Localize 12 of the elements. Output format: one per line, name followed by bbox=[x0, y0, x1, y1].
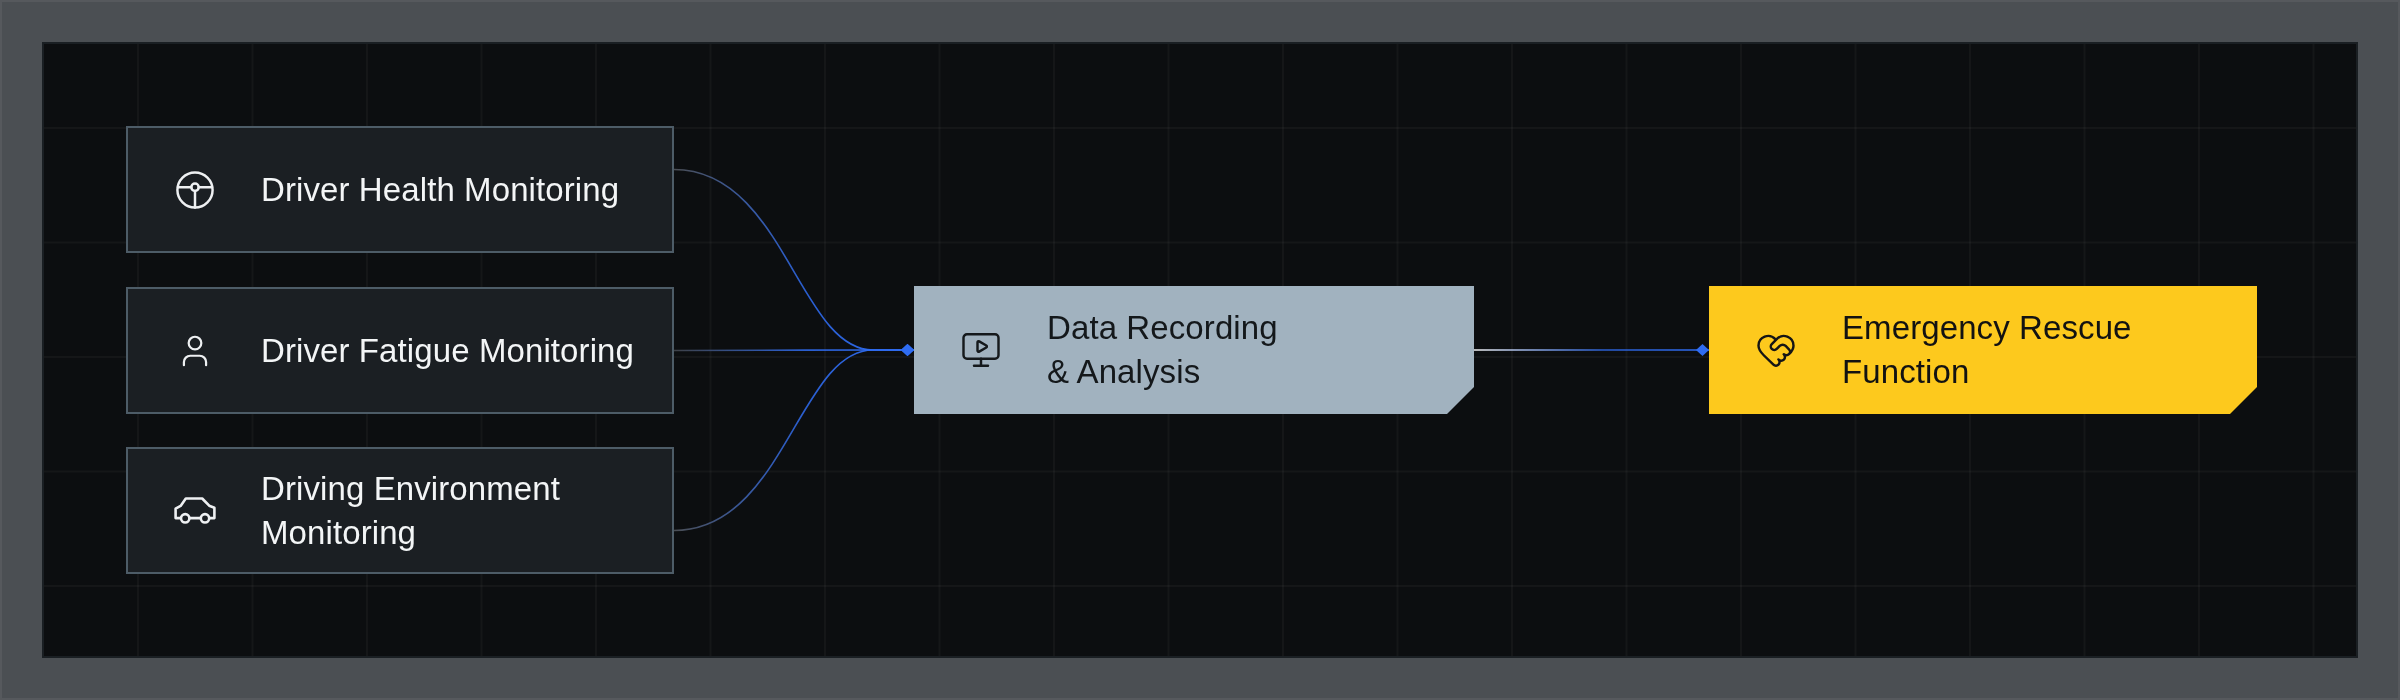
process-box bbox=[126, 287, 674, 414]
process-box bbox=[126, 126, 674, 253]
process-box bbox=[126, 447, 674, 574]
node-label: Driver Health Monitoring bbox=[261, 169, 620, 210]
process-box bbox=[914, 286, 1474, 414]
node-label: Emergency Rescue Function bbox=[1842, 308, 2133, 392]
node-label: Driving Environment Monitoring bbox=[261, 468, 561, 553]
node-label: Data Recording & Analysis bbox=[1047, 308, 1279, 392]
process-box bbox=[1709, 286, 2257, 414]
node-label: Driver Fatigue Monitoring bbox=[261, 330, 634, 371]
connector bbox=[673, 344, 915, 532]
connector bbox=[1473, 344, 1710, 356]
